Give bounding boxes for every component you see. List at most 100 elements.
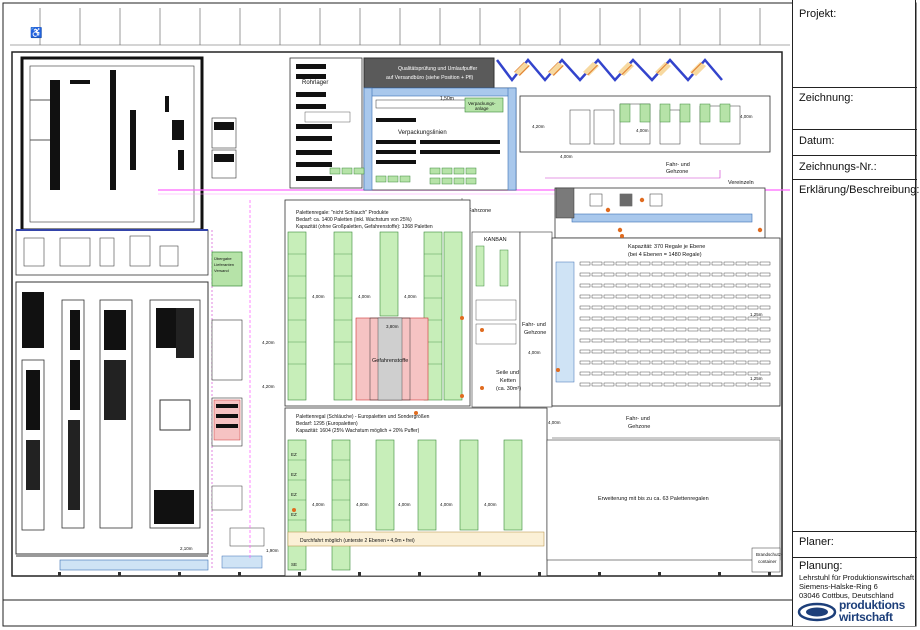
rack-slot <box>711 283 723 288</box>
bottom-column-ticks <box>58 572 771 576</box>
rack-slot <box>663 371 675 376</box>
rack-slot <box>759 294 771 299</box>
rack-slot <box>627 316 639 321</box>
rack-slot <box>615 283 627 288</box>
fahrzone-vertical <box>519 231 553 408</box>
rack-slot <box>591 371 603 376</box>
title-block: Projekt: Zeichnung: Datum: Zeichnungs-Nr… <box>792 0 920 626</box>
lower-left-blue <box>221 555 263 569</box>
rack-slot <box>591 261 603 266</box>
fahrzone-right-label-1: Fahr- und <box>522 322 546 328</box>
rack-slot <box>759 283 771 288</box>
rack-slot <box>615 294 627 299</box>
dim-regal-2: 4,00m <box>358 294 371 299</box>
kapazitaet-regale-label-1: Kapazität: 370 Regale je Ebene <box>628 244 705 250</box>
rack-slot <box>699 283 711 288</box>
rack-slot <box>615 305 627 310</box>
zeichnung-label: Zeichnung: <box>799 92 854 104</box>
rack-slot <box>603 283 615 288</box>
rack-slot <box>759 305 771 310</box>
left-top-machines <box>50 70 184 190</box>
dim-fahrzone-right: 4,00m <box>528 350 541 355</box>
rack-slot <box>735 272 747 277</box>
planung-label: Planung: <box>799 560 843 572</box>
dim-verpackung: 1,50m <box>440 96 454 102</box>
rack-slot <box>711 261 723 266</box>
fahrzone-low-label-1: Fahr- und <box>626 416 650 422</box>
brandschutz-container <box>751 547 781 573</box>
fahrzone-right-label-2: Gehzone <box>524 330 546 336</box>
vereinzeln-blue-conveyor <box>571 213 753 223</box>
rack-slot <box>627 371 639 376</box>
vereinzeln-label: Vereinzeln <box>728 180 754 186</box>
rack-slot <box>687 305 699 310</box>
rack-slot <box>591 382 603 387</box>
rack-slot <box>675 382 687 387</box>
fahrzone-mid-label: Fahrzone <box>468 208 491 214</box>
rack-slot <box>579 327 591 332</box>
rack-slot <box>615 349 627 354</box>
rack-slot <box>651 382 663 387</box>
rack-slot <box>639 360 651 365</box>
rack-slot <box>699 316 711 321</box>
erweiterung-label: Erweiterung mit bis zu ca. 63 Palettenre… <box>598 496 709 502</box>
rack-slot <box>591 305 603 310</box>
accessibility-icon: ♿ <box>30 26 42 39</box>
rack-slot <box>675 294 687 299</box>
dim-top-right-2: 4,00m <box>560 154 573 159</box>
fahrzone-top-path <box>545 170 721 179</box>
rack-slot <box>579 338 591 343</box>
rack-slot <box>627 305 639 310</box>
verpackung-conveyor-blue <box>363 87 517 97</box>
rack-slot <box>591 338 603 343</box>
projekt-label: Projekt: <box>799 8 837 20</box>
top-column-grid <box>10 8 790 46</box>
lower-left-box-1 <box>211 485 243 511</box>
rack-slot <box>615 360 627 365</box>
rack-slot <box>579 294 591 299</box>
rack-slot <box>747 371 759 376</box>
rack-slot <box>579 349 591 354</box>
rack-slot <box>723 360 735 365</box>
fahrzone-top-label-2: Gehzone <box>666 169 688 175</box>
rack-slot <box>711 316 723 321</box>
kanban-label: KANBAN <box>484 237 507 243</box>
marker-ez-3: EZ <box>291 492 297 497</box>
erklaerung-label: Erklärung/Beschreibung: <box>799 184 920 196</box>
rack-slot <box>663 349 675 354</box>
kanban-racks <box>475 245 509 287</box>
rack-slot <box>591 327 603 332</box>
dim-top-right-3: 4,00m <box>636 128 649 133</box>
rack-slot <box>723 382 735 387</box>
rack-slot <box>735 283 747 288</box>
rack-slot <box>627 327 639 332</box>
rack-slot <box>591 283 603 288</box>
produktionswirtschaft-logo: produktions wirtschaft <box>797 598 913 624</box>
rack-slot <box>747 349 759 354</box>
regal-nicht-schlauch-bedarf: Bedarf: ca. 1400 Paletten (inkl. Wachstu… <box>296 217 412 223</box>
rack-slot <box>747 327 759 332</box>
seile-label-2: Ketten <box>500 378 516 384</box>
rack-slot <box>651 261 663 266</box>
rack-slot <box>627 272 639 277</box>
rack-slot <box>603 294 615 299</box>
rack-slot <box>699 382 711 387</box>
zeichnungsnr-label: Zeichnungs-Nr.: <box>799 161 877 173</box>
rack-slot <box>711 327 723 332</box>
rack-slot <box>735 261 747 266</box>
rack-slot <box>747 272 759 277</box>
rack-slot <box>711 305 723 310</box>
left-bottom-strip <box>59 559 209 571</box>
rack-slot <box>711 338 723 343</box>
rack-slot <box>675 371 687 376</box>
verpackungsanlage-label: Verpackungs- <box>468 101 496 106</box>
rack-slot <box>711 360 723 365</box>
dim-lower-left-2: 1,90m <box>266 548 279 553</box>
rack-slot <box>723 316 735 321</box>
rack-slot <box>759 272 771 277</box>
fahrzone-low-label-2: Gehzone <box>628 424 650 430</box>
logo-text-2: wirtschaft <box>839 610 893 624</box>
regal-schlauch-block <box>284 407 548 577</box>
rack-slot <box>651 338 663 343</box>
